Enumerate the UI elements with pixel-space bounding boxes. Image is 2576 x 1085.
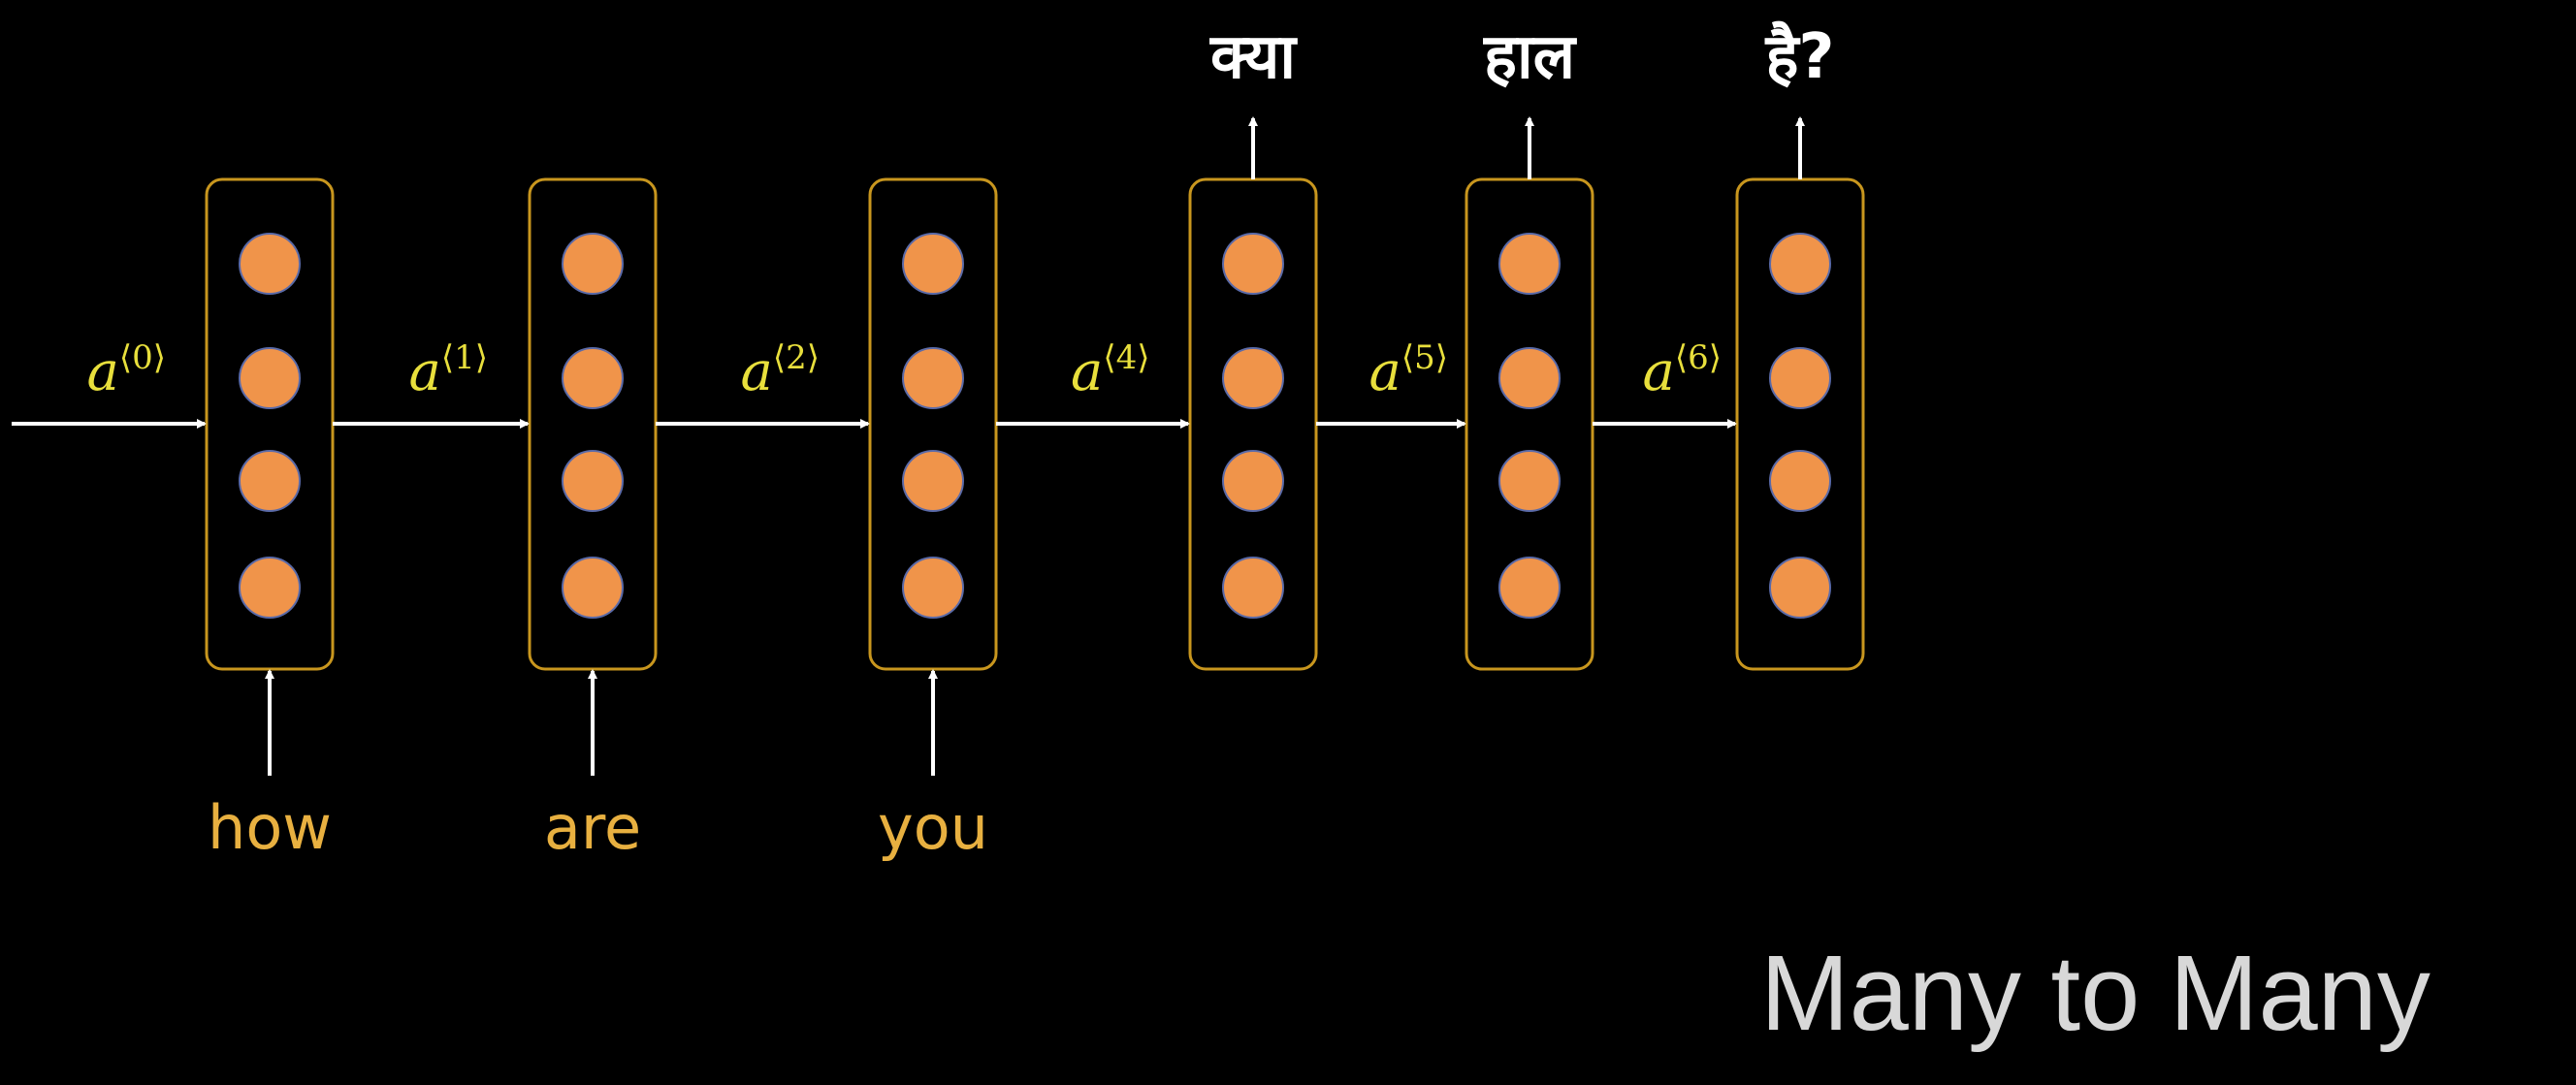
hidden-unit xyxy=(1769,557,1831,619)
hidden-unit xyxy=(239,450,301,512)
activation-label: a⟨2⟩ xyxy=(741,338,821,403)
activation-label: a⟨1⟩ xyxy=(409,338,489,403)
activation-label: a⟨5⟩ xyxy=(1369,338,1449,403)
hidden-unit xyxy=(1222,450,1284,512)
hidden-unit xyxy=(1222,557,1284,619)
hidden-unit xyxy=(1498,347,1561,409)
hidden-unit xyxy=(1222,233,1284,295)
rnn-cell xyxy=(1188,177,1318,671)
rnn-cell xyxy=(1465,177,1594,671)
hidden-unit xyxy=(239,233,301,295)
hidden-unit xyxy=(562,557,624,619)
input-word: how xyxy=(208,792,332,863)
hidden-unit xyxy=(239,347,301,409)
hidden-unit xyxy=(1769,233,1831,295)
output-word: है? xyxy=(1764,20,1834,93)
activation-label: a⟨0⟩ xyxy=(87,338,167,403)
rnn-cell xyxy=(528,177,658,671)
hidden-unit xyxy=(239,557,301,619)
activation-label: a⟨6⟩ xyxy=(1643,338,1723,403)
output-word: हाल xyxy=(1483,21,1578,93)
hidden-unit xyxy=(902,347,964,409)
hidden-unit xyxy=(1498,450,1561,512)
hidden-unit xyxy=(1769,450,1831,512)
hidden-unit xyxy=(562,450,624,512)
rnn-cell xyxy=(868,177,998,671)
hidden-unit xyxy=(1769,347,1831,409)
hidden-unit xyxy=(902,233,964,295)
hidden-unit xyxy=(1498,233,1561,295)
hidden-unit xyxy=(902,450,964,512)
hidden-unit xyxy=(562,233,624,295)
input-word: are xyxy=(544,792,641,863)
diagram-title: Many to Many xyxy=(1760,934,2431,1053)
input-word: you xyxy=(878,792,988,863)
hidden-unit xyxy=(1498,557,1561,619)
output-word: क्या xyxy=(1209,21,1298,93)
hidden-unit xyxy=(562,347,624,409)
hidden-unit xyxy=(1222,347,1284,409)
hidden-unit xyxy=(902,557,964,619)
rnn-cell xyxy=(1735,177,1865,671)
activation-label: a⟨4⟩ xyxy=(1071,338,1150,403)
rnn-cell xyxy=(205,177,335,671)
